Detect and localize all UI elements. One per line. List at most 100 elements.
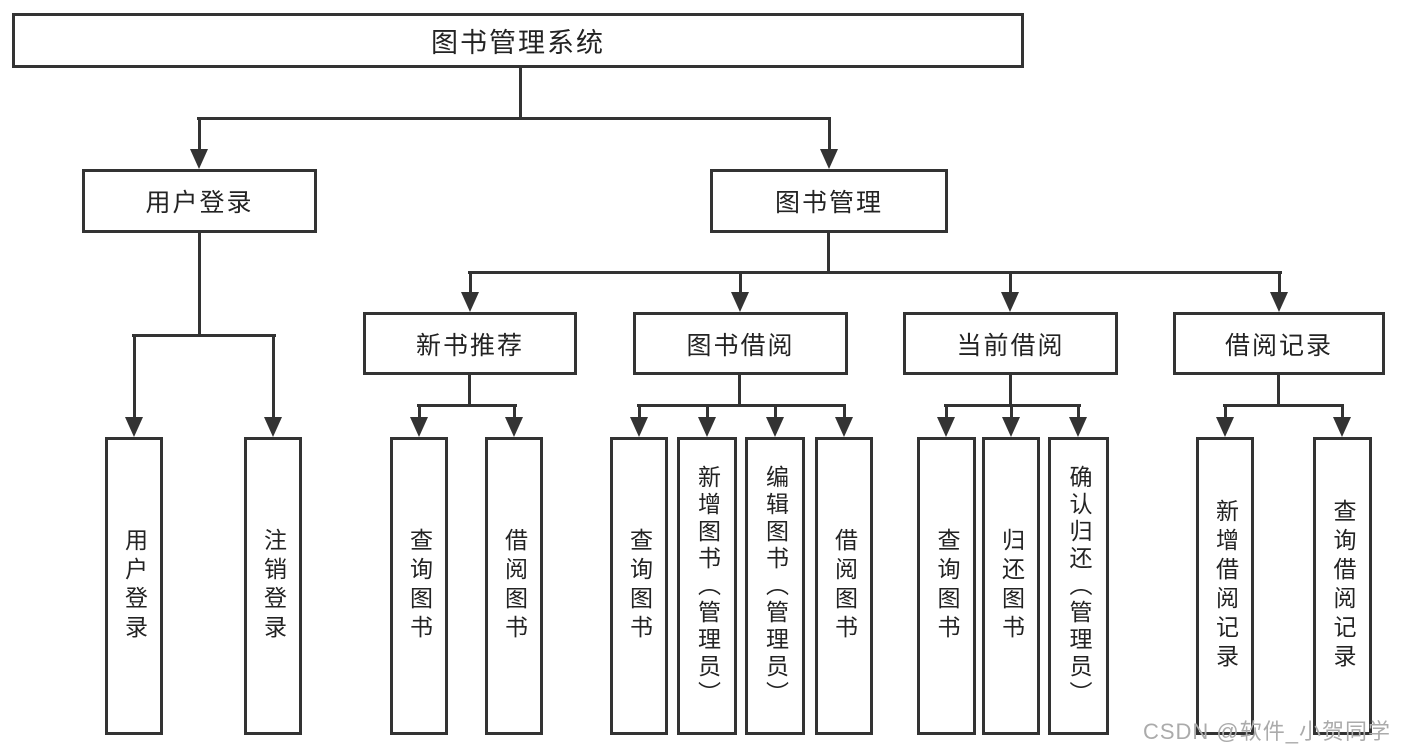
leaf-confirm-return-admin: 确认归还（管理员）: [1048, 437, 1109, 735]
node-label: 查询借阅记录: [1330, 499, 1356, 673]
connector-vline: [519, 68, 522, 118]
arrow-connector: [410, 404, 428, 437]
leaf-add-books-admin: 新增图书（管理员）: [677, 437, 737, 735]
arrow-stem: [637, 404, 641, 419]
arrowhead-down-icon: [1270, 292, 1288, 312]
connector-vline: [1277, 375, 1280, 406]
arrowhead-down-icon: [630, 417, 648, 437]
leaf-query-books-current: 查询图书: [917, 437, 976, 735]
arrow-stem: [705, 404, 709, 419]
node-label: 确认归还（管理员）: [1066, 464, 1092, 708]
arrow-connector: [1001, 271, 1019, 312]
arrowhead-down-icon: [125, 417, 143, 437]
arrow-connector: [1216, 404, 1234, 437]
arrowhead-down-icon: [461, 292, 479, 312]
arrow-stem: [842, 404, 846, 419]
arrowhead-down-icon: [1002, 417, 1020, 437]
csdn-watermark: CSDN @软件_小贺同学: [1142, 719, 1391, 744]
arrowhead-down-icon: [264, 417, 282, 437]
node-label: 用户登录: [121, 528, 148, 644]
leaf-return-books: 归还图书: [982, 437, 1040, 735]
arrow-stem: [773, 404, 777, 419]
node-label: 归还图书: [998, 528, 1025, 644]
arrow-connector: [630, 404, 648, 437]
connector-vline: [1009, 375, 1012, 406]
node-label: 当前借阅: [956, 331, 1065, 360]
arrow-connector: [264, 334, 282, 437]
leaf-user-login: 用户登录: [105, 437, 163, 735]
node-label: 借阅图书: [501, 528, 528, 644]
arrowhead-down-icon: [1333, 417, 1351, 437]
node-label: 编辑图书（管理员）: [762, 464, 789, 708]
node-book-borrowing: 图书借阅: [633, 312, 848, 375]
arrow-stem: [1223, 404, 1227, 419]
arrowhead-down-icon: [410, 417, 428, 437]
node-book-management: 图书管理: [710, 169, 948, 233]
connector-vline: [198, 233, 201, 336]
connector-hline: [944, 404, 1081, 407]
arrowhead-down-icon: [835, 417, 853, 437]
arrowhead-down-icon: [1069, 417, 1087, 437]
node-label: 新增借阅记录: [1212, 499, 1239, 673]
arrow-stem: [1277, 271, 1281, 294]
leaf-logout: 注销登录: [244, 437, 302, 735]
node-label: 注销登录: [260, 528, 287, 644]
node-label: 查询图书: [934, 528, 960, 644]
arrow-connector: [1270, 271, 1288, 312]
arrow-connector: [937, 404, 955, 437]
connector-hline: [132, 334, 276, 337]
connector-hline: [197, 117, 831, 120]
arrow-connector: [731, 271, 749, 312]
node-label: 借阅图书: [831, 528, 858, 644]
leaf-query-borrow-record: 查询借阅记录: [1313, 437, 1372, 735]
node-library-management-system: 图书管理系统: [12, 13, 1024, 68]
arrowhead-down-icon: [190, 149, 208, 169]
arrow-stem: [271, 334, 275, 419]
connector-hline: [1223, 404, 1344, 407]
arrow-stem: [512, 404, 516, 419]
arrow-connector: [125, 334, 143, 437]
leaf-add-borrow-record: 新增借阅记录: [1196, 437, 1254, 735]
leaf-borrow-books-recommend: 借阅图书: [485, 437, 543, 735]
arrow-connector: [461, 271, 479, 312]
arrowhead-down-icon: [766, 417, 784, 437]
node-label: 查询图书: [406, 528, 433, 644]
arrowhead-down-icon: [820, 149, 838, 169]
arrow-connector: [1333, 404, 1351, 437]
arrow-connector: [766, 404, 784, 437]
node-user-login: 用户登录: [82, 169, 317, 233]
node-label: 借阅记录: [1224, 331, 1333, 360]
arrow-stem: [417, 404, 421, 419]
arrow-connector: [505, 404, 523, 437]
arrowhead-down-icon: [937, 417, 955, 437]
leaf-query-books-borrow: 查询图书: [610, 437, 668, 735]
arrow-connector: [1002, 404, 1020, 437]
arrow-connector: [820, 117, 838, 169]
node-label: 图书借阅: [686, 331, 795, 360]
connector-vline: [827, 233, 830, 273]
arrow-stem: [468, 271, 472, 294]
node-new-book-recommendation: 新书推荐: [363, 312, 577, 375]
leaf-borrow-books: 借阅图书: [815, 437, 873, 735]
node-label: 图书管理: [774, 189, 883, 217]
connector-vline: [738, 375, 741, 406]
node-label: 查询图书: [626, 528, 653, 644]
arrow-stem: [1340, 404, 1344, 419]
arrowhead-down-icon: [698, 417, 716, 437]
arrow-connector: [1069, 404, 1087, 437]
arrow-stem: [944, 404, 948, 419]
arrow-connector: [190, 117, 208, 169]
arrowhead-down-icon: [505, 417, 523, 437]
arrow-stem: [197, 117, 201, 151]
node-current-borrowing: 当前借阅: [903, 312, 1118, 375]
arrow-stem: [1009, 404, 1013, 419]
connector-hline: [468, 271, 1282, 274]
node-borrowing-records: 借阅记录: [1173, 312, 1385, 375]
arrow-stem: [1076, 404, 1080, 419]
leaf-query-books-recommend: 查询图书: [390, 437, 448, 735]
node-label: 新书推荐: [415, 331, 524, 360]
connector-vline: [468, 375, 471, 406]
node-label: 图书管理系统: [431, 28, 605, 58]
arrow-stem: [827, 117, 831, 151]
